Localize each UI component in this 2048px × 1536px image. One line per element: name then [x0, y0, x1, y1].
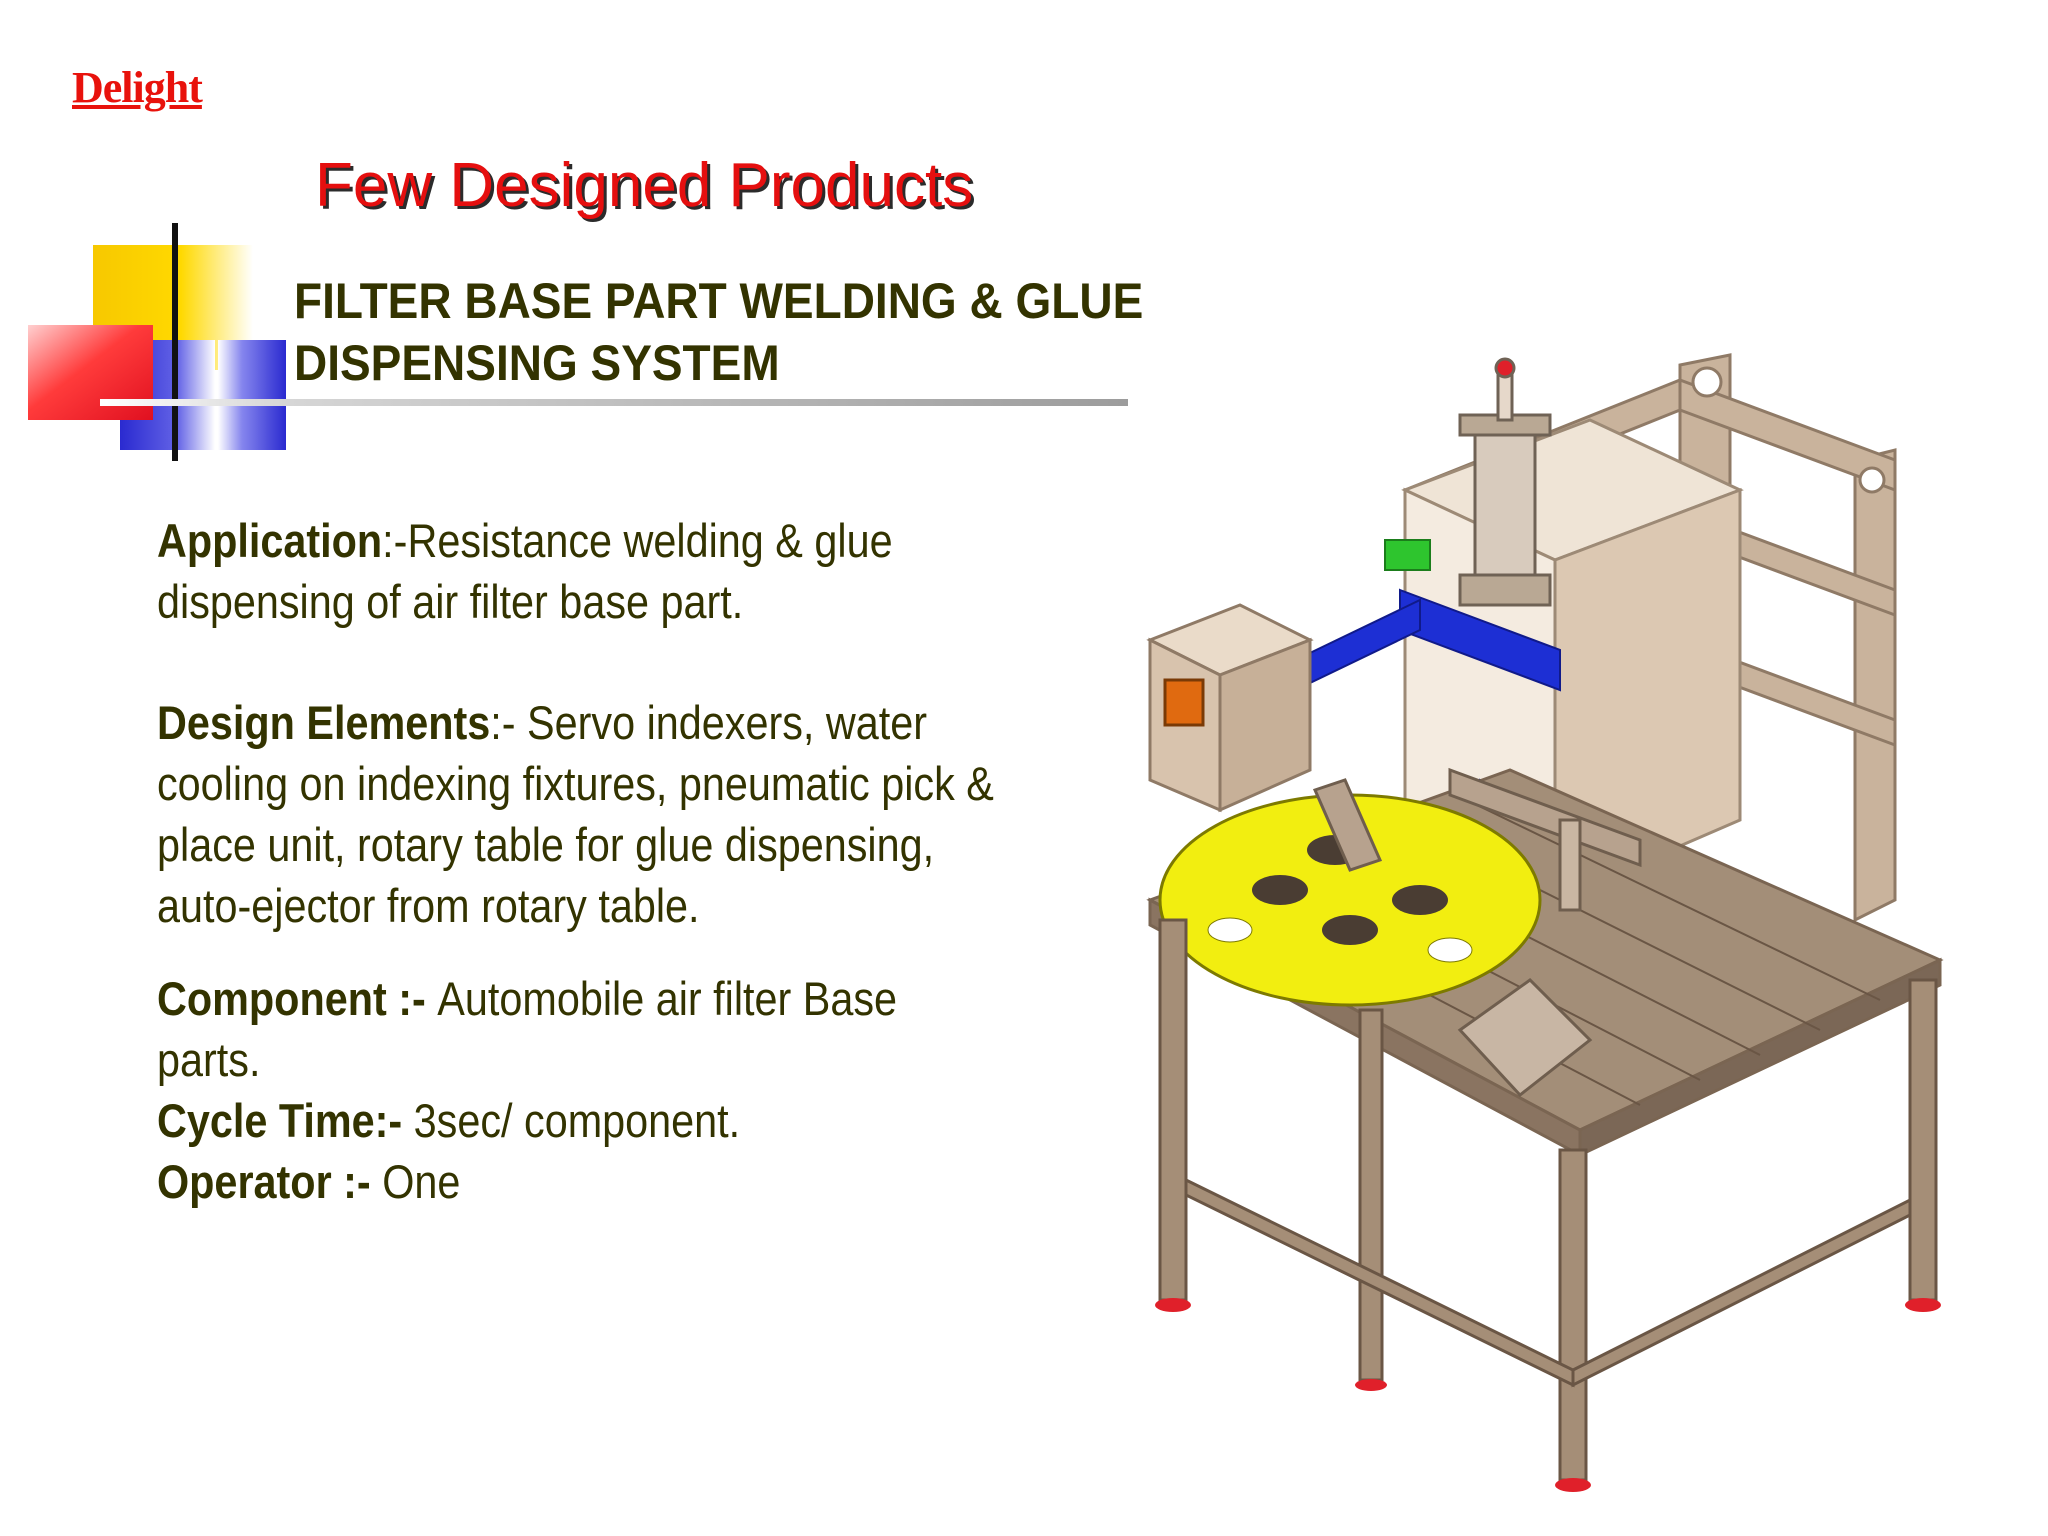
cycle-time-line: Cycle Time:- 3sec/ component.	[157, 1090, 1002, 1151]
cycle-time-text: 3sec/ component.	[413, 1094, 741, 1147]
component-line: Component :- Automobile air filter Base …	[157, 968, 1002, 1090]
machine-render-image	[1146, 353, 1944, 1492]
control-box	[1146, 603, 1314, 813]
operator-text: One	[382, 1155, 461, 1208]
application-label: Application	[157, 514, 383, 567]
design-elements-label: Design Elements	[157, 696, 491, 749]
component-label: Component :-	[157, 972, 438, 1025]
decorative-color-blocks	[28, 223, 286, 461]
page-title: Few Designed Products	[315, 151, 974, 220]
product-details: Application:-Resistance welding & glue d…	[157, 510, 1002, 1212]
application-text: Resistance welding & glue dispensing of …	[157, 514, 893, 628]
pick-place-arm	[1312, 767, 1642, 912]
lower-frame	[1184, 1177, 1912, 1388]
application-sep: :-	[382, 514, 408, 567]
deco-blue-block-right	[218, 340, 286, 450]
component-text: Automobile air filter Base parts.	[157, 972, 898, 1086]
operator-line: Operator :- One	[157, 1151, 1002, 1212]
design-elements-paragraph: Design Elements:- Servo indexers, water …	[157, 692, 1002, 936]
ejector-chute	[1457, 978, 1593, 1098]
operator-label: Operator :-	[157, 1155, 383, 1208]
brand-link[interactable]: Delight	[72, 63, 203, 112]
design-elements-sep: :-	[490, 696, 528, 749]
application-paragraph: Application:-Resistance welding & glue d…	[157, 510, 1002, 632]
slide-subtitle: FILTER BASE PART WELDING & GLUE DISPENSI…	[294, 273, 1144, 391]
green-bracket	[1384, 539, 1431, 571]
design-elements-text: Servo indexers, water cooling on indexin…	[157, 696, 994, 932]
deco-vertical-bar	[172, 223, 178, 461]
cycle-time-label: Cycle Time:-	[157, 1094, 414, 1147]
pneumatic-cylinder	[1458, 357, 1552, 607]
title-underline	[100, 399, 1128, 406]
machine-feet	[1155, 1298, 1941, 1492]
